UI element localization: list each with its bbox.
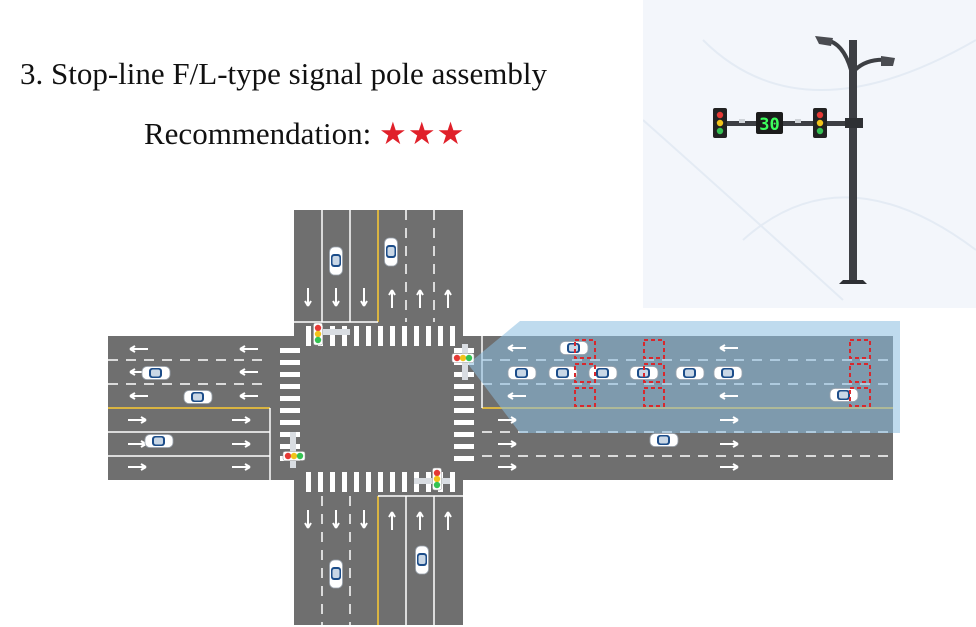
- signal-pole-southeast: [414, 467, 450, 491]
- signal-pole-illustration: 30: [642, 36, 976, 301]
- vehicle: [649, 433, 679, 447]
- street-lamp-head-right: [881, 56, 895, 66]
- crosswalk-north: [306, 326, 455, 346]
- vehicle: [713, 366, 743, 380]
- signal-light-yellow: [716, 119, 724, 127]
- vehicle: [384, 237, 398, 267]
- street-lamp-head-left: [815, 36, 833, 46]
- vehicle: [548, 366, 578, 380]
- vehicle: [588, 366, 618, 380]
- recommendation-label: Recommendation:: [144, 116, 380, 151]
- vehicle: [507, 366, 537, 380]
- vehicle: [329, 559, 343, 589]
- lane-markings-south: [321, 495, 463, 625]
- vehicle: [144, 434, 174, 448]
- recommendation-line: Recommendation: ★★★: [144, 116, 465, 152]
- signal-light-red: [816, 111, 824, 119]
- signal-light-yellow: [816, 119, 824, 127]
- crossarm-sensor: [795, 119, 801, 123]
- vehicle: [415, 545, 429, 575]
- vehicle: [183, 390, 213, 404]
- pole-shaft: [849, 40, 857, 280]
- lane-markings-north: [294, 210, 435, 323]
- pole-base: [839, 280, 867, 284]
- vehicle: [829, 388, 859, 402]
- lane-markings-west: [108, 359, 271, 480]
- signal-pole-photo: 30: [642, 0, 976, 308]
- countdown-timer-value: 30: [759, 115, 779, 135]
- signal-pole-southwest: [282, 432, 306, 468]
- slide-title: 3. Stop-line F/L-type signal pole assemb…: [20, 56, 547, 91]
- detector-zones: [574, 339, 871, 407]
- signal-pole-northeast: [451, 344, 475, 380]
- intersection-box: [294, 336, 478, 480]
- signal-crossarm: [723, 121, 857, 126]
- vehicle: [329, 246, 343, 276]
- crossarm-sensor: [739, 119, 745, 123]
- signal-light-red: [716, 111, 724, 119]
- signal-light-green: [816, 127, 824, 135]
- pole-bracket: [845, 118, 863, 128]
- signal-pole-northwest: [313, 322, 350, 346]
- vehicle: [141, 366, 171, 380]
- vehicle: [675, 366, 705, 380]
- signal-light-green: [716, 127, 724, 135]
- recommendation-stars: ★★★: [379, 116, 466, 151]
- countdown-timer-box: [756, 112, 783, 134]
